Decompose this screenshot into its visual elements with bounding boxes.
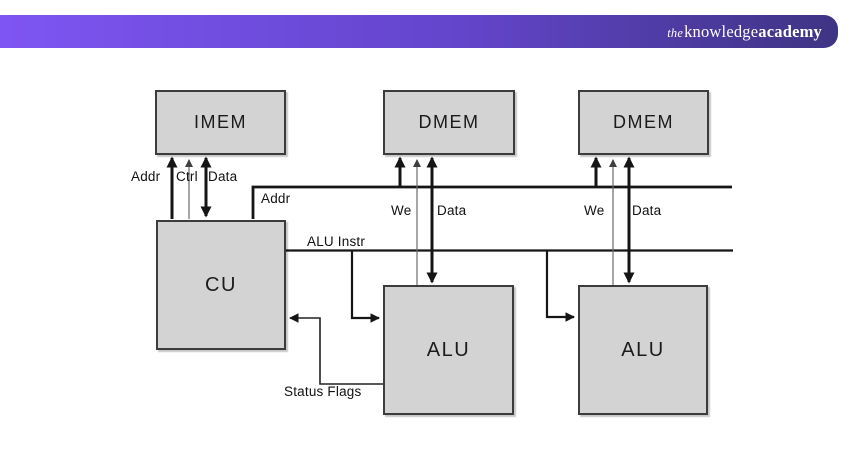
alu2-label: ALU <box>621 338 665 361</box>
dmem1-label: DMEM <box>418 112 480 132</box>
dmem1-signals <box>394 156 438 285</box>
cu-imem-signals <box>166 156 212 219</box>
brand-prefix: the <box>667 25 684 40</box>
addr-bus-label: Addr <box>261 191 291 206</box>
status-flags-wire <box>289 313 383 385</box>
dmem1-block: DMEM <box>383 90 515 155</box>
dmem2-signals <box>590 156 635 285</box>
dmem1-data-label: Data <box>437 203 467 218</box>
alu2-block: ALU <box>578 285 708 415</box>
dmem1-we-label: We <box>391 203 412 218</box>
brand-suffix: academy <box>758 21 822 41</box>
alu2-instr-branch <box>545 251 575 322</box>
status-flags-label: Status Flags <box>284 384 362 399</box>
cu-block: CU <box>156 220 286 350</box>
imem-block: IMEM <box>155 90 286 155</box>
imem-data-label: Data <box>208 169 238 184</box>
addr-bus <box>251 185 732 219</box>
alu1-block: ALU <box>383 285 514 415</box>
dmem2-we-label: We <box>584 203 605 218</box>
dmem2-data-label: Data <box>632 203 662 218</box>
brand-header-bar: theknowledgeacademy <box>0 15 838 48</box>
brand-name: knowledge <box>684 21 759 41</box>
imem-label: IMEM <box>194 112 247 132</box>
cu-label: CU <box>205 273 237 296</box>
alu-instr-bus-label: ALU Instr <box>307 234 366 249</box>
dmem2-label: DMEM <box>613 112 674 132</box>
imem-addr-label: Addr <box>131 169 161 184</box>
alu1-label: ALU <box>426 338 471 361</box>
dmem2-block: DMEM <box>578 90 709 155</box>
brand-logo: theknowledgeacademy <box>667 22 822 42</box>
alu1-instr-branch <box>350 251 380 323</box>
imem-ctrl-label: Ctrl <box>176 169 198 184</box>
